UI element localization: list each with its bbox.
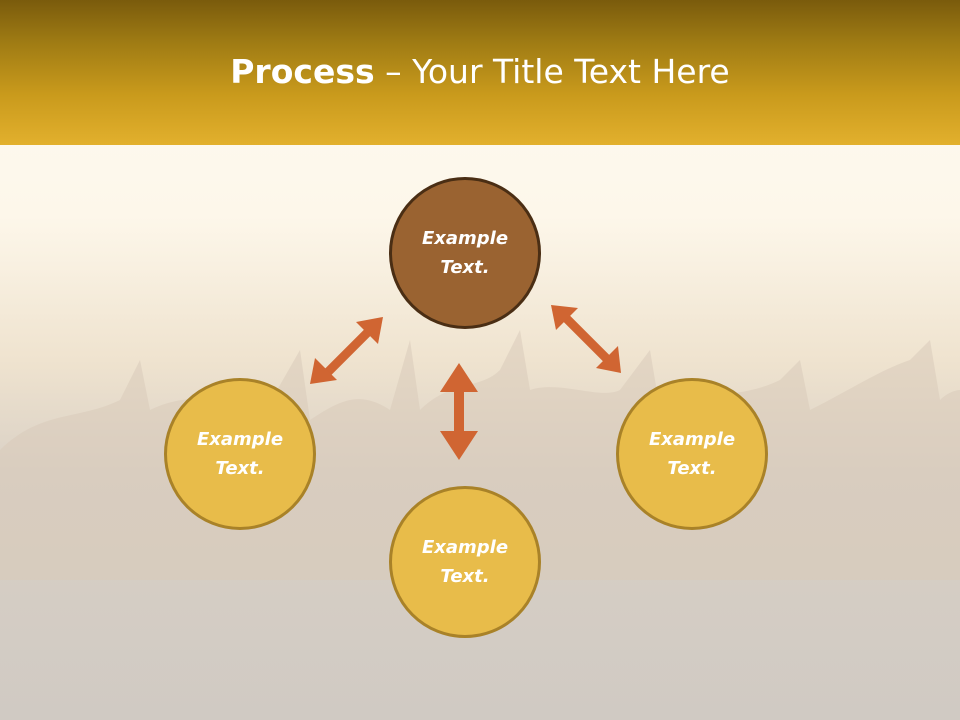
double-arrow-right-icon xyxy=(551,305,621,373)
slide-title: Process – Your Title Text Here xyxy=(0,52,960,91)
node-text-line1: Example xyxy=(421,537,509,558)
double-arrow-left-icon xyxy=(310,317,383,384)
node-text-line1: Example xyxy=(648,429,736,450)
node-text-line2: Text. xyxy=(215,458,265,479)
title-bar: Process – Your Title Text Here xyxy=(0,0,960,145)
double-arrow-vertical-icon xyxy=(440,363,478,460)
node-text-line2: Text. xyxy=(667,458,717,479)
title-bold: Process xyxy=(230,52,375,91)
node-text-line1: Example xyxy=(196,429,284,450)
title-rest: – Your Title Text Here xyxy=(374,52,730,91)
node-text-line2: Text. xyxy=(440,257,490,278)
node-text-line2: Text. xyxy=(440,566,490,587)
node-text-line1: Example xyxy=(421,228,509,249)
